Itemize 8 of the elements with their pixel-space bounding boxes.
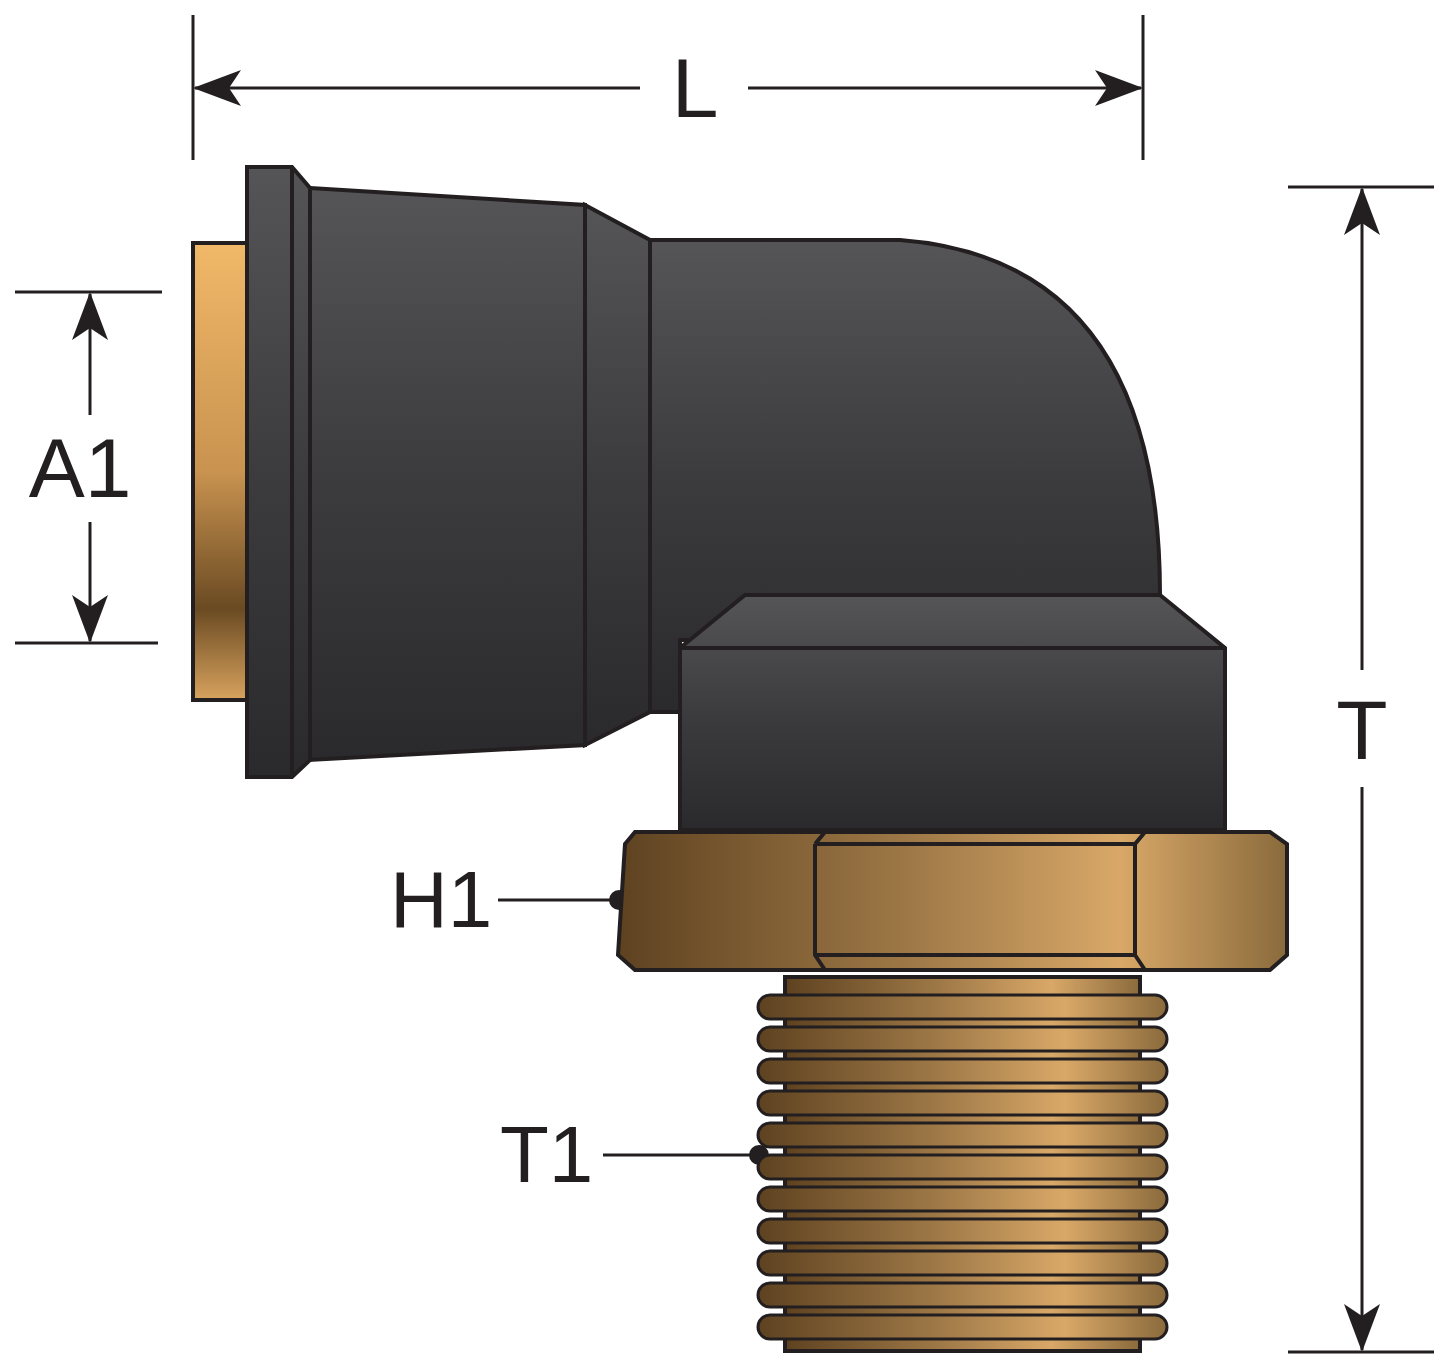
- dimension-label: L: [671, 46, 719, 130]
- callout-label: H1: [390, 860, 490, 940]
- dimension-label: T: [1336, 688, 1388, 772]
- dimension-label: A1: [28, 426, 132, 510]
- threaded-end-drawing: [755, 975, 1170, 1353]
- leader-line: [603, 1145, 769, 1165]
- callout-label: T1: [500, 1115, 595, 1195]
- hex-nut-drawing: [615, 830, 1290, 972]
